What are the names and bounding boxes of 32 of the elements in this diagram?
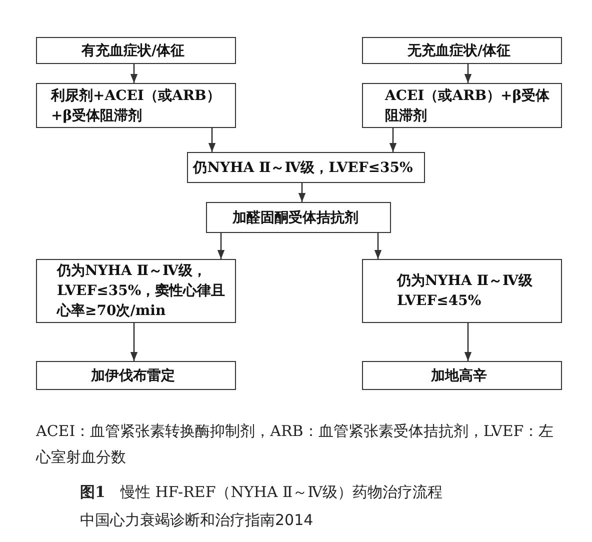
arrow xyxy=(374,233,382,259)
arrow xyxy=(130,323,138,361)
process-box xyxy=(362,259,562,323)
process-box xyxy=(362,83,562,128)
arrow xyxy=(130,64,138,83)
process-box xyxy=(36,259,236,323)
source-note: 中国心力衰竭诊断和治疗指南2014 xyxy=(80,510,314,530)
box-text: 加地高辛 xyxy=(431,366,487,386)
box-text: 加伊伐布雷定 xyxy=(91,366,175,386)
arrow xyxy=(389,128,397,152)
box-text: 加醛固酮受体拮抗剂 xyxy=(232,208,358,228)
process-box xyxy=(187,152,425,183)
arrow xyxy=(217,233,225,259)
process-box xyxy=(36,361,236,390)
box-text: 无充血症状/体征 xyxy=(407,42,511,60)
box-text: 仍为NYHA Ⅱ～Ⅳ级 LVEF≤45% xyxy=(397,272,534,311)
box-text: 仍NYHA Ⅱ～Ⅳ级，LVEF≤35% xyxy=(193,158,413,178)
process-box xyxy=(206,202,391,233)
abbreviation-note: ACEI：血管紧张素转换酶抑制剂，ARB：血管紧张素受体拮抗剂，LVEF：左心室射血分数 xyxy=(36,421,555,468)
box-text: ACEI（或ARB）+β受体阻滞剂 xyxy=(385,86,551,126)
box-text: 仍为NYHA Ⅱ～Ⅳ级，LVEF≤35%，窦性心律且心率≥70次/min xyxy=(57,262,226,321)
arrow xyxy=(208,128,216,152)
process-box xyxy=(36,37,236,64)
arrow xyxy=(298,183,306,202)
figure-caption: 图1 慢性 HF-REF（NYHA Ⅱ～Ⅳ级）药物治疗流程 xyxy=(80,483,443,502)
arrow xyxy=(464,323,472,361)
process-box xyxy=(362,37,562,64)
process-box xyxy=(36,83,236,128)
process-box xyxy=(362,361,562,390)
box-text: 有充血症状/体征 xyxy=(81,42,185,60)
box-text: 利尿剂+ACEI（或ARB）+β受体阻滞剂 xyxy=(51,86,222,126)
arrow xyxy=(464,64,472,83)
